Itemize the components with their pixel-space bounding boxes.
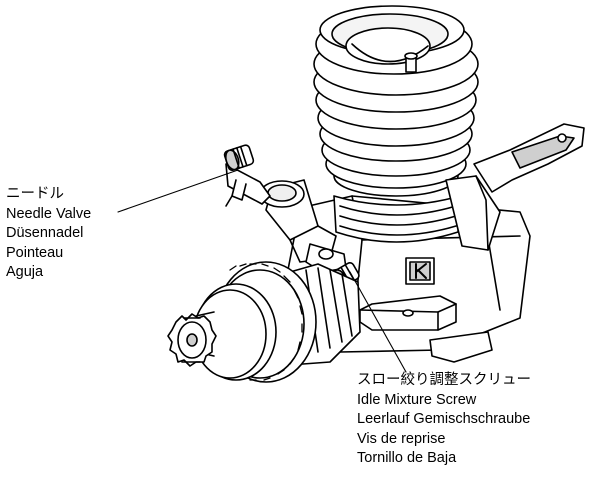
needle-valve-assembly [223,144,271,207]
needle-valve-label-de: Düsennadel [6,225,84,241]
crank-lobe [429,331,493,363]
leader-lines [117,169,407,373]
recoil-handle [473,123,585,193]
pinion-gear [167,313,217,367]
carburetor [259,179,347,273]
cylinder-sleeve [333,195,461,243]
idle-screw-label-ja: スロー絞り調整スクリュー [357,372,531,388]
idle-screw-leader [349,271,407,373]
idle-screw-label-en: Idle Mixture Screw [357,391,477,408]
idle-screw-label-es: Tornillo de Baja [357,450,457,466]
idle-screw-label-fr: Vis de reprise [357,430,446,447]
idle-mixture-screw-label-group: スロー絞り調整スクリュー Idle Mixture Screw Leerlauf… [357,371,531,469]
clutch-bell [193,283,277,381]
needle-valve-label-es: Aguja [6,264,44,280]
needle-valve-label-fr: Pointeau [6,244,64,261]
needle-valve-leader [117,169,239,213]
needle-valve-label-en: Needle Valve [6,205,92,222]
cylinder-head [313,5,479,197]
exhaust-port [445,175,501,251]
needle-valve-label-group: ニードル Needle Valve Düsennadel Pointeau Ag… [6,185,91,283]
brand-badge [405,257,435,285]
idle-screw-label-de: Leerlauf Gemischschraube [357,411,531,427]
mounting-lug [359,295,457,331]
needle-valve-label-ja: ニードル [6,186,64,202]
